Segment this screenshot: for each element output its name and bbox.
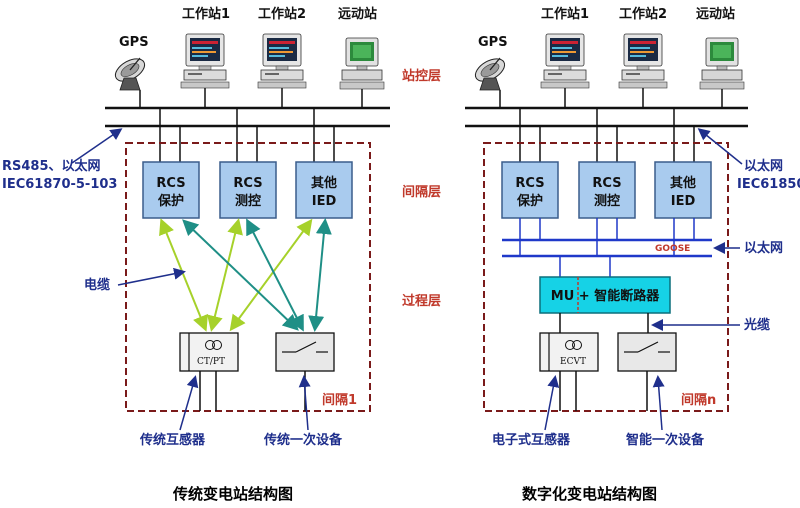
- right-workstation1-label: 工作站1: [541, 6, 589, 22]
- left-cable-label: 电缆: [84, 277, 110, 293]
- left-ied-protection: RCS 保护: [142, 161, 200, 219]
- left-remote-icon: [339, 37, 385, 90]
- left-station-bus: [105, 106, 390, 128]
- right-protocol-line2: IEC61850: [737, 177, 800, 192]
- left-caption: 传统变电站结构图: [172, 485, 293, 503]
- left-primary-switch: [275, 332, 335, 372]
- left-cables-teal: [182, 218, 332, 332]
- layer-bay-label: 间隔层: [402, 184, 441, 200]
- right-workstation1-icon: [540, 33, 590, 89]
- left-gps-label: GPS: [119, 35, 149, 50]
- right-diagram: 工作站1 工作站2 远动站 GPS RCS: [465, 6, 800, 503]
- right-primary-label: 智能一次设备: [626, 432, 705, 448]
- left-sensor-label: 传统互感器: [139, 432, 206, 448]
- right-workstation2-label: 工作站2: [619, 6, 667, 22]
- svg-text:其他: 其他: [670, 175, 696, 191]
- svg-text:RCS: RCS: [156, 176, 185, 191]
- goose-label: GOOSE: [655, 244, 690, 254]
- svg-text:保护: 保护: [516, 193, 543, 209]
- right-bay-label: 间隔n: [681, 392, 716, 408]
- mu-label: MU + 智能断路器: [551, 288, 660, 304]
- left-ied-measure-control: RCS 测控: [219, 161, 277, 219]
- right-gps-icon: [470, 53, 510, 91]
- right-bay-boundary: [483, 142, 729, 412]
- left-workstation1-icon: [180, 33, 230, 89]
- right-gps-label: GPS: [478, 35, 508, 50]
- left-gps-icon: [110, 53, 150, 91]
- right-remote-label: 远动站: [696, 6, 735, 22]
- right-ethernet-label: 以太网: [744, 240, 783, 256]
- right-ied-protection: RCS 保护: [501, 161, 559, 219]
- left-ctpt-device: CT/PT: [179, 332, 239, 372]
- left-workstation2-label: 工作站2: [258, 6, 306, 22]
- layer-process-label: 过程层: [402, 293, 441, 309]
- svg-text:RCS: RCS: [592, 176, 621, 191]
- left-workstation2-icon: [257, 33, 307, 89]
- mu-smart-breaker: MU + 智能断路器: [539, 276, 671, 314]
- svg-text:测控: 测控: [235, 193, 261, 209]
- svg-text:IED: IED: [312, 194, 337, 209]
- svg-text:RCS: RCS: [515, 176, 544, 191]
- svg-text:IED: IED: [671, 194, 696, 209]
- right-sensor-label: 电子式互感器: [492, 432, 571, 448]
- layer-station-label: 站控层: [402, 68, 441, 84]
- left-bay-boundary: [125, 142, 371, 412]
- svg-text:其他: 其他: [311, 175, 337, 191]
- ecvt-label: ECVT: [560, 357, 586, 367]
- right-ied-other: 其他 IED: [654, 161, 712, 219]
- left-diagram: 工作站1 工作站2 远动站 GPS: [2, 6, 390, 503]
- left-bay-label: 间隔1: [322, 392, 357, 408]
- svg-text:保护: 保护: [157, 193, 184, 209]
- right-protocol-line1: 以太网: [744, 158, 783, 174]
- right-primary-switch: [617, 332, 677, 372]
- svg-text:RCS: RCS: [233, 176, 262, 191]
- left-primary-label: 传统一次设备: [263, 432, 343, 448]
- right-caption: 数字化变电站结构图: [522, 485, 657, 503]
- left-workstation1-label: 工作站1: [182, 6, 230, 22]
- right-ied-measure-control: RCS 测控: [578, 161, 636, 219]
- left-cables-green: [159, 218, 313, 332]
- right-process-bus: [502, 238, 712, 258]
- ecvt-device: ECVT: [539, 332, 599, 372]
- svg-text:测控: 测控: [594, 193, 620, 209]
- right-remote-icon: [699, 37, 745, 90]
- left-protocol-line1: RS485、以太网: [2, 158, 101, 174]
- right-workstation2-icon: [618, 33, 668, 89]
- left-ied-other: 其他 IED: [295, 161, 353, 219]
- left-remote-label: 远动站: [338, 6, 377, 22]
- right-station-bus: [465, 106, 748, 128]
- left-protocol-line2: IEC61870-5-103: [2, 177, 117, 192]
- fiber-label: 光缆: [743, 317, 770, 333]
- left-ctpt-label: CT/PT: [197, 357, 225, 367]
